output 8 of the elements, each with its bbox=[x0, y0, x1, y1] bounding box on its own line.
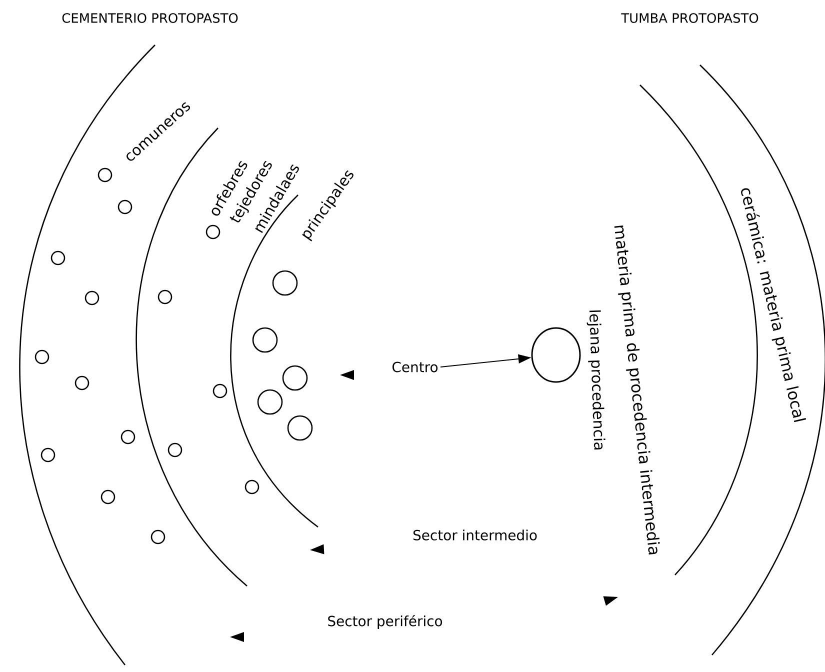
sector-label: Sector intermedio bbox=[413, 530, 537, 540]
layer-label: cerámica: materia prima local bbox=[741, 188, 806, 422]
sector-label: Sector periférico bbox=[328, 614, 442, 630]
center-label: Centro bbox=[392, 362, 438, 372]
heading: TUMBA PROTOPASTO bbox=[621, 13, 758, 23]
layer-label: materia prima de procedencia intermedia bbox=[614, 225, 660, 555]
heading: CEMENTERIO PROTOPASTO bbox=[62, 13, 238, 23]
tomb-circle bbox=[531, 327, 581, 383]
